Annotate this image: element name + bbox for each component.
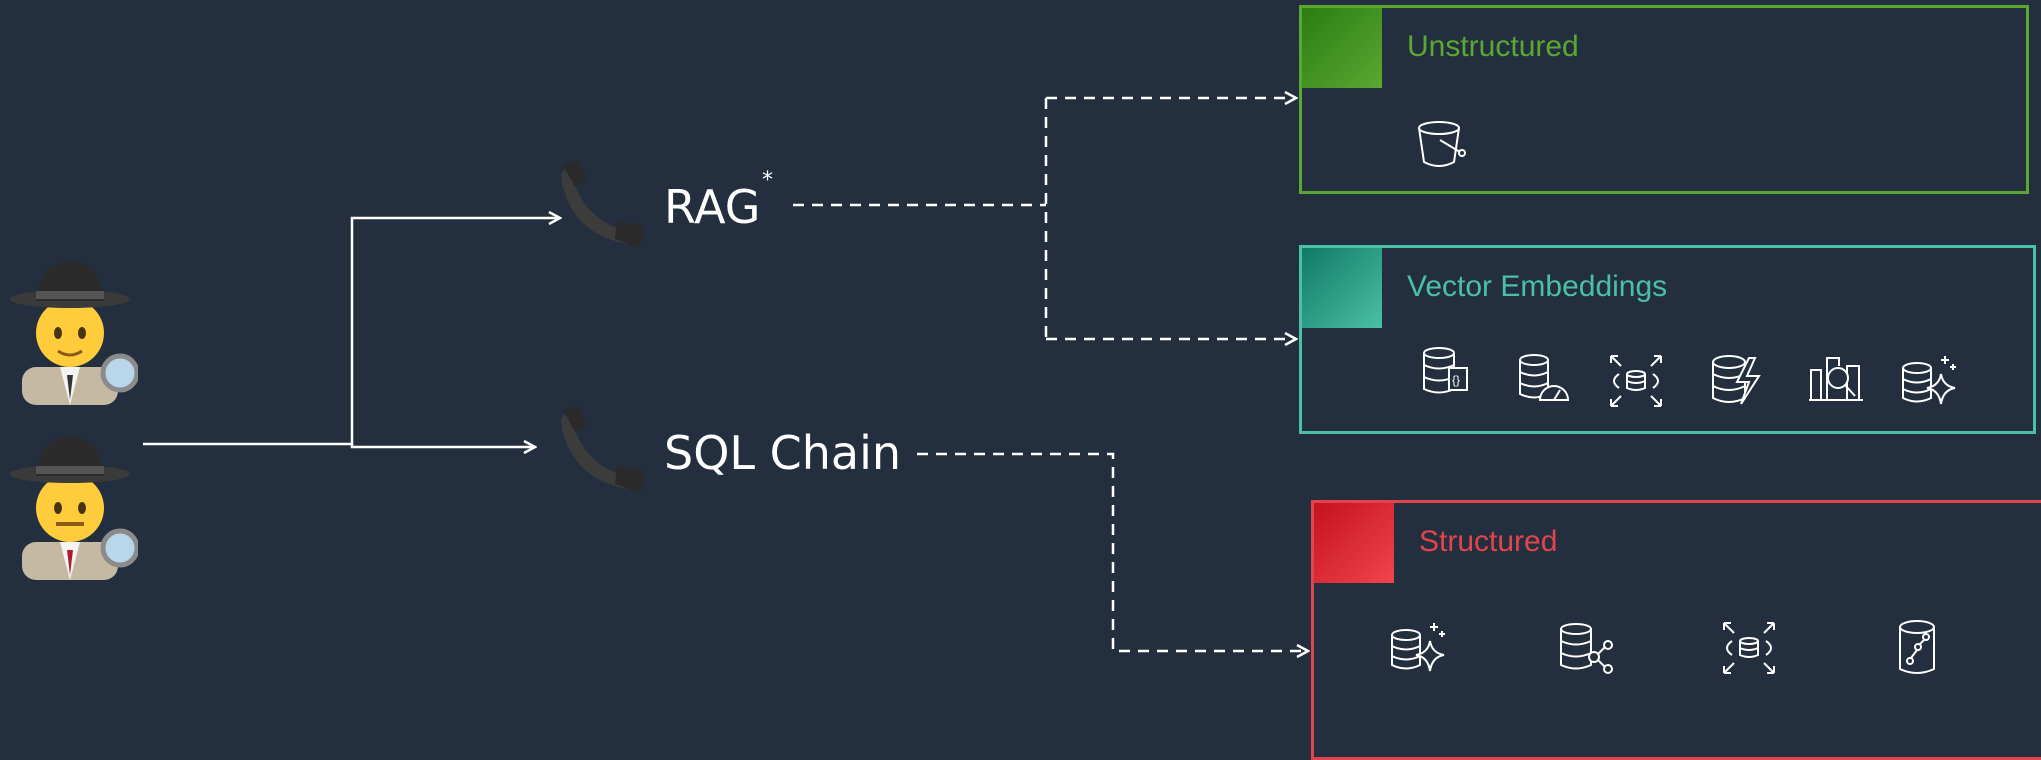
timestream-icon	[1888, 619, 1946, 677]
structured-group-title: Structured	[1419, 525, 1558, 558]
vector-embeddings-group-title: Vector Embeddings	[1407, 270, 1668, 303]
documentdb-icon: {}	[1417, 344, 1475, 402]
telephone-icon	[555, 155, 650, 250]
svg-text:{}: {}	[1452, 373, 1460, 387]
rds-performance-icon	[1514, 352, 1572, 410]
detective-man-icon	[8, 430, 140, 580]
unstructured-category-swatch	[1302, 8, 1382, 88]
aurora-serverless-icon	[1720, 619, 1778, 677]
data-source-connectors	[793, 98, 1308, 651]
rag-footnote-mark: *	[762, 168, 773, 193]
structured-category-swatch	[1314, 503, 1394, 583]
s3-bucket-icon	[1412, 114, 1470, 172]
elasticache-icon	[1707, 352, 1765, 410]
connector-to-sql	[350, 444, 535, 447]
detective-woman-icon	[8, 255, 140, 405]
neptune-icon	[1556, 619, 1614, 677]
user-to-flows-connector	[143, 218, 560, 447]
sql-chain-flow-label: SQL Chain	[664, 426, 902, 480]
unstructured-group-title: Unstructured	[1407, 30, 1579, 63]
aurora-serverless-icon	[1607, 352, 1665, 410]
vector-category-swatch	[1302, 248, 1382, 328]
opensearch-icon	[1807, 352, 1865, 410]
rag-flow-label: RAG	[664, 180, 761, 234]
sql-to-structured-arrow	[917, 452, 1308, 651]
unstructured-group: Unstructured	[1299, 5, 2029, 194]
connector-to-rag	[143, 218, 560, 446]
aurora-ml-icon	[1899, 352, 1957, 410]
telephone-icon	[555, 400, 650, 495]
aurora-ml-icon	[1388, 619, 1446, 677]
structured-group: Structured	[1311, 500, 2041, 760]
vector-embeddings-group: Vector Embeddings {}	[1299, 245, 2036, 434]
